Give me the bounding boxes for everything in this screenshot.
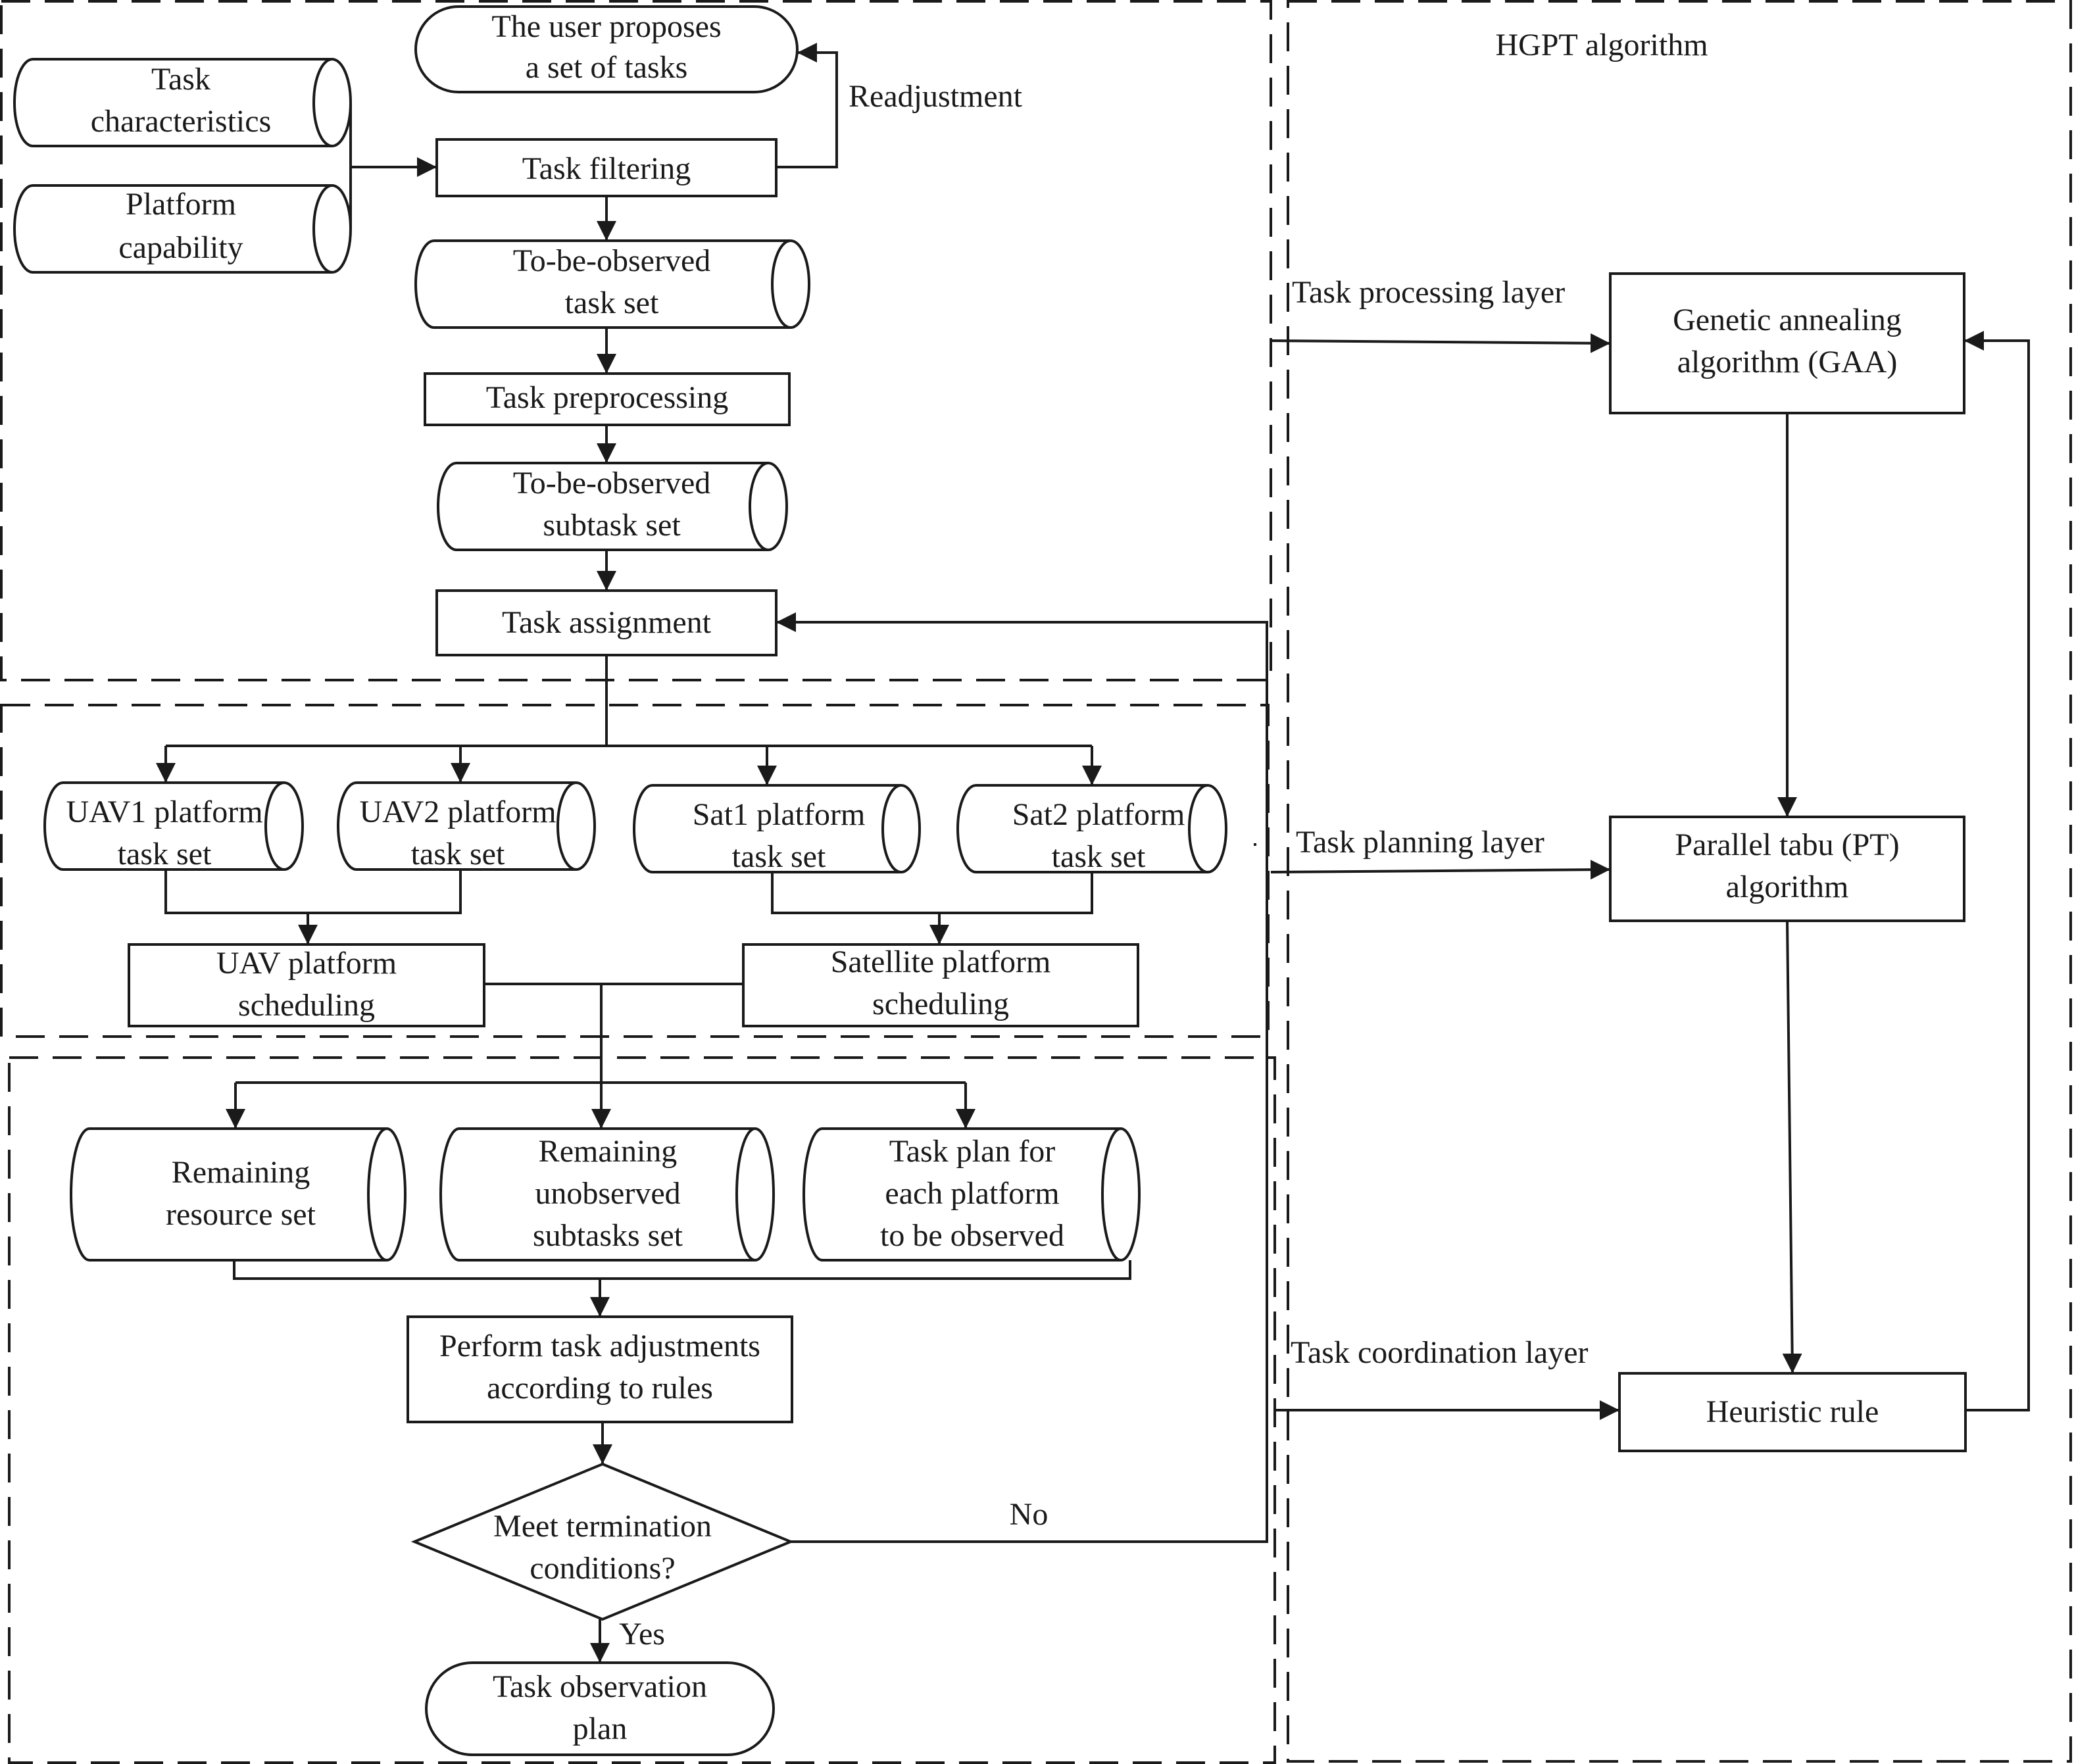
pt-line-1: Parallel tabu (PT)	[1675, 827, 1899, 862]
perform-adjustments-line-2: according to rules	[487, 1371, 713, 1406]
task-assignment-node: Task assignment	[435, 589, 778, 656]
task-assignment-label: Task assignment	[502, 605, 712, 640]
uav-scheduling-line-1: UAV platform	[216, 946, 397, 981]
perform-adjustments-node: Perform task adjustments according to ru…	[407, 1315, 793, 1423]
uav2-task-set-line-2: task set	[411, 837, 505, 871]
uav2-task-set-line-1: UAV2 platform	[359, 795, 556, 829]
decision-line-1: Meet termination	[493, 1509, 712, 1544]
heuristic-feedback-connector	[1964, 331, 2030, 1411]
pt-node: Parallel tabu (PT) algorithm	[1609, 816, 1965, 922]
readjustment-label: Readjustment	[849, 79, 1023, 114]
platform-capability-store: Platform capability	[13, 184, 352, 274]
task-plan-store: Task plan for each platform to be observ…	[802, 1127, 1141, 1262]
uav-scheduling-line-2: scheduling	[238, 988, 375, 1023]
gaa-line-2: algorithm (GAA)	[1677, 345, 1898, 380]
user-tasks-node: The user proposes a set of tasks	[414, 5, 799, 93]
no-label: No	[1010, 1497, 1049, 1532]
task-filtering-node: Task filtering	[435, 138, 778, 197]
sat1-task-set-line-2: task set	[732, 839, 826, 874]
remaining-resource-store: Remaining resource set	[70, 1127, 407, 1262]
sat1-task-set-line-1: Sat1 platform	[693, 797, 866, 832]
task-plan-line-2: each platform	[885, 1176, 1059, 1211]
sat2-task-set-store: Sat2 platform task set	[956, 784, 1227, 874]
sat-sets-to-scheduling-connector	[771, 872, 1093, 914]
heuristic-node: Heuristic rule	[1618, 1372, 1967, 1452]
user-tasks-line-1: The user proposes	[491, 9, 721, 44]
final-plan-node: Task observation plan	[425, 1661, 775, 1756]
uav-scheduling-node: UAV platform scheduling	[128, 943, 485, 1027]
task-characteristics-line-1: Task	[151, 62, 210, 97]
gaa-node: Genetic annealing algorithm (GAA)	[1609, 272, 1965, 414]
observed-subtask-set-line-1: To-be-observed	[513, 466, 711, 501]
hgpt-algorithm-title: HGPT algorithm	[1495, 28, 1708, 62]
uav1-task-set-line-2: task set	[118, 837, 212, 871]
observed-subtask-set-store: To-be-observed subtask set	[437, 462, 788, 551]
platform-capability-line-1: Platform	[126, 187, 236, 222]
task-preprocessing-label: Task preprocessing	[486, 380, 729, 415]
task-filtering-label: Task filtering	[522, 151, 691, 186]
satellite-scheduling-line-2: scheduling	[872, 987, 1009, 1021]
yes-label: Yes	[619, 1617, 665, 1652]
task-preprocessing-node: Task preprocessing	[424, 372, 791, 426]
remaining-unobserved-line-2: unobserved	[535, 1176, 680, 1211]
task-planning-layer-label: Task planning layer	[1296, 825, 1544, 860]
uav1-task-set-store: UAV1 platform task set	[43, 781, 304, 871]
task-characteristics-store: Task characteristics	[13, 58, 352, 147]
gaa-line-1: Genetic annealing	[1673, 303, 1902, 337]
sat2-task-set-line-2: task set	[1052, 839, 1146, 874]
remaining-resource-line-1: Remaining	[172, 1155, 310, 1190]
connectors	[156, 43, 2030, 1663]
task-plan-line-3: to be observed	[880, 1218, 1064, 1253]
decision-line-2: conditions?	[530, 1551, 675, 1586]
termination-decision: Meet termination conditions?	[410, 1462, 795, 1621]
task-processing-layer-label: Task processing layer	[1292, 275, 1565, 310]
sat1-task-set-store: Sat1 platform task set	[633, 784, 921, 874]
uav-sets-to-scheduling-connector	[164, 870, 462, 914]
observed-task-set-line-1: To-be-observed	[513, 243, 711, 278]
task-characteristics-line-2: characteristics	[91, 104, 272, 139]
remaining-resource-line-2: resource set	[166, 1197, 316, 1232]
observed-subtask-set-line-2: subtask set	[543, 508, 681, 543]
hgpt-algorithm-frame	[1287, 0, 2072, 1763]
pt-to-heuristic-connector	[1782, 920, 1802, 1374]
remaining-unobserved-line-1: Remaining	[539, 1134, 678, 1169]
outputs-collect-connector	[233, 1260, 1131, 1280]
satellite-scheduling-line-1: Satellite platform	[831, 944, 1051, 979]
platform-capability-line-2: capability	[118, 230, 243, 265]
planning-layer-link	[1270, 860, 1611, 880]
no-feedback-connector	[776, 612, 1268, 1543]
pt-line-2: algorithm	[1726, 870, 1849, 904]
uav2-task-set-store: UAV2 platform task set	[337, 781, 596, 871]
sat2-task-set-line-1: Sat2 platform	[1012, 797, 1185, 832]
task-plan-line-1: Task plan for	[889, 1134, 1056, 1169]
final-plan-line-2: plan	[573, 1711, 628, 1746]
final-plan-line-1: Task observation	[493, 1669, 707, 1704]
processing-layer-link	[1270, 333, 1611, 353]
remaining-unobserved-line-3: subtasks set	[533, 1218, 683, 1253]
user-tasks-line-2: a set of tasks	[526, 50, 688, 85]
observed-task-set-line-2: task set	[565, 285, 659, 320]
heuristic-label: Heuristic rule	[1706, 1394, 1879, 1429]
observed-task-set-store: To-be-observed task set	[414, 239, 810, 329]
readjustment-connector	[776, 43, 838, 168]
task-coordination-layer-label: Task coordination layer	[1291, 1335, 1589, 1370]
satellite-scheduling-node: Satellite platform scheduling	[742, 943, 1139, 1027]
remaining-unobserved-store: Remaining unobserved subtasks set	[439, 1127, 775, 1262]
perform-adjustments-line-1: Perform task adjustments	[439, 1329, 760, 1363]
uav1-task-set-line-1: UAV1 platform	[66, 795, 262, 829]
